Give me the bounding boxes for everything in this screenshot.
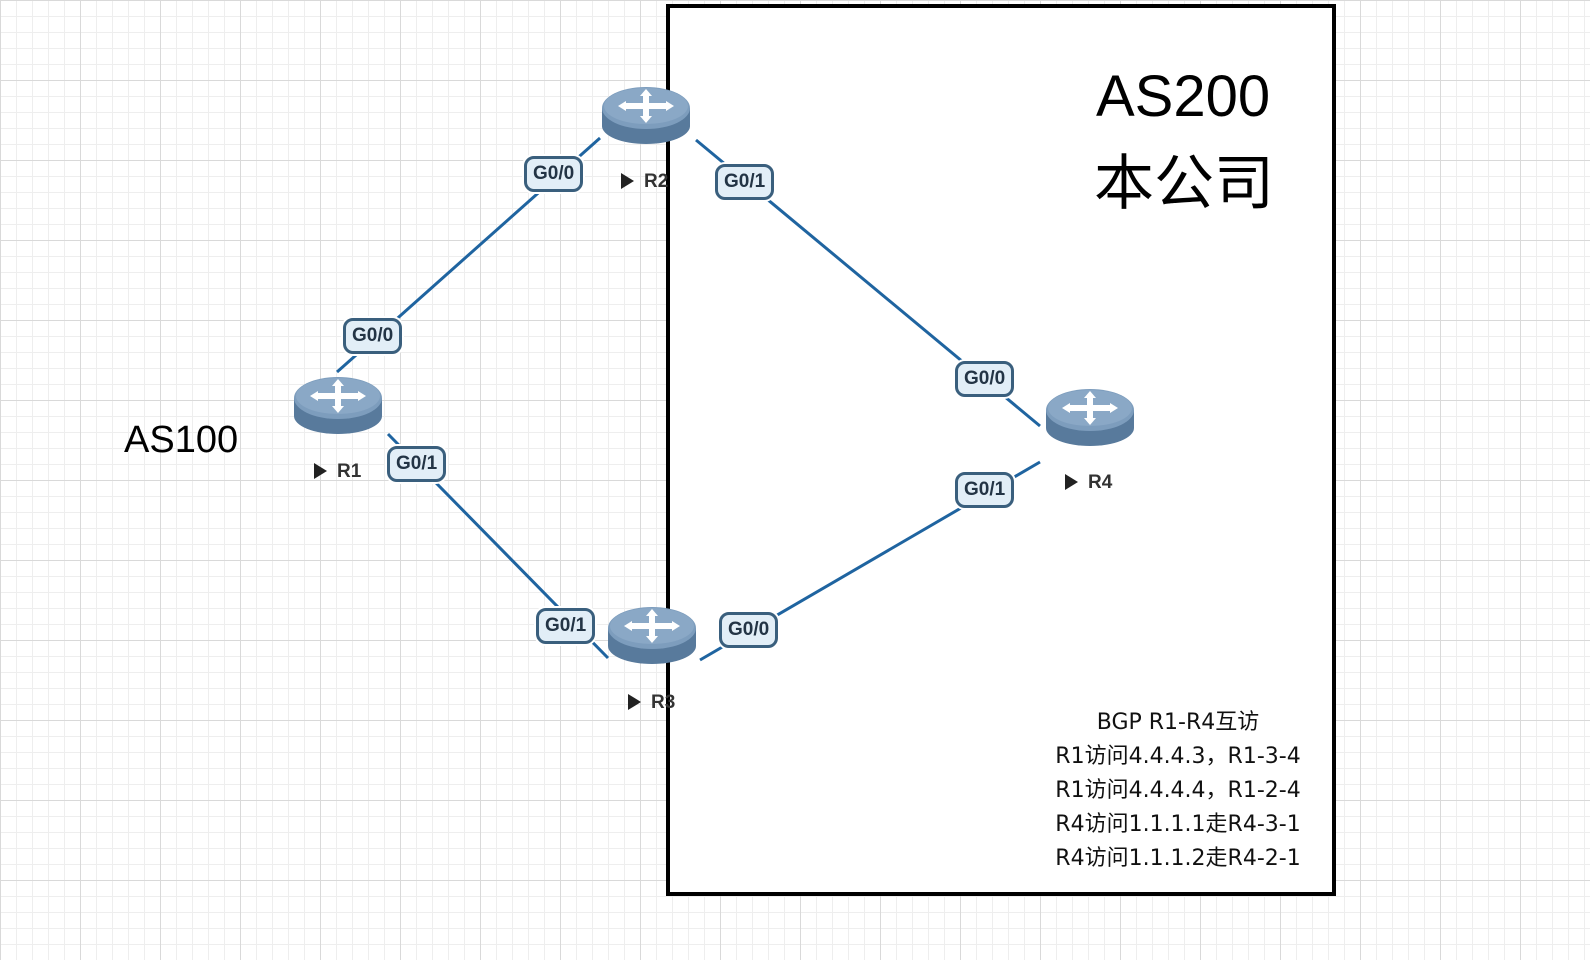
as200-title: AS200 <box>1096 64 1271 129</box>
router-icon <box>602 87 690 144</box>
port-r4-g00[interactable]: G0/0 <box>955 361 1015 397</box>
router-r2-label: R2 <box>621 171 668 193</box>
note-line: R1访问4.4.4.4，R1-2-4 <box>1055 778 1301 803</box>
port-r2-g00[interactable]: G0/0 <box>524 156 584 192</box>
play-triangle-icon <box>1065 474 1078 490</box>
port-r3-g00[interactable]: G0/0 <box>719 612 779 648</box>
router-r1-label: R1 <box>314 461 361 483</box>
note-line: R1访问4.4.4.3，R1-3-4 <box>1055 744 1301 769</box>
play-triangle-icon <box>621 173 634 189</box>
router-icon <box>294 377 382 434</box>
port-r3-g01[interactable]: G0/1 <box>536 608 596 644</box>
router-r2[interactable] <box>600 84 692 150</box>
play-triangle-icon <box>314 463 327 479</box>
port-r1-g01[interactable]: G0/1 <box>387 446 447 482</box>
router-r4-label: R4 <box>1065 472 1112 494</box>
router-icon <box>608 607 696 664</box>
as200-boundary-box <box>666 4 1336 896</box>
play-triangle-icon <box>628 694 641 710</box>
port-r2-g01[interactable]: G0/1 <box>715 164 775 200</box>
as200-subtitle: 本公司 <box>1094 149 1274 219</box>
router-r4[interactable] <box>1044 386 1136 452</box>
router-icon <box>1046 389 1134 446</box>
note-line: BGP R1-R4互访 <box>1096 710 1260 735</box>
router-r3[interactable] <box>606 604 698 670</box>
router-r1[interactable] <box>292 374 384 440</box>
as100-label: AS100 <box>124 419 239 461</box>
note-line: R4访问1.1.1.1走R4-3-1 <box>1055 812 1301 837</box>
note-line: R4访问1.1.1.2走R4-2-1 <box>1055 846 1301 871</box>
port-r1-g00[interactable]: G0/0 <box>343 318 403 354</box>
bgp-notes: BGP R1-R4互访 R1访问4.4.4.3，R1-3-4 R1访问4.4.4… <box>1020 706 1336 876</box>
router-r3-label: R3 <box>628 692 675 714</box>
port-r4-g01[interactable]: G0/1 <box>955 472 1015 508</box>
